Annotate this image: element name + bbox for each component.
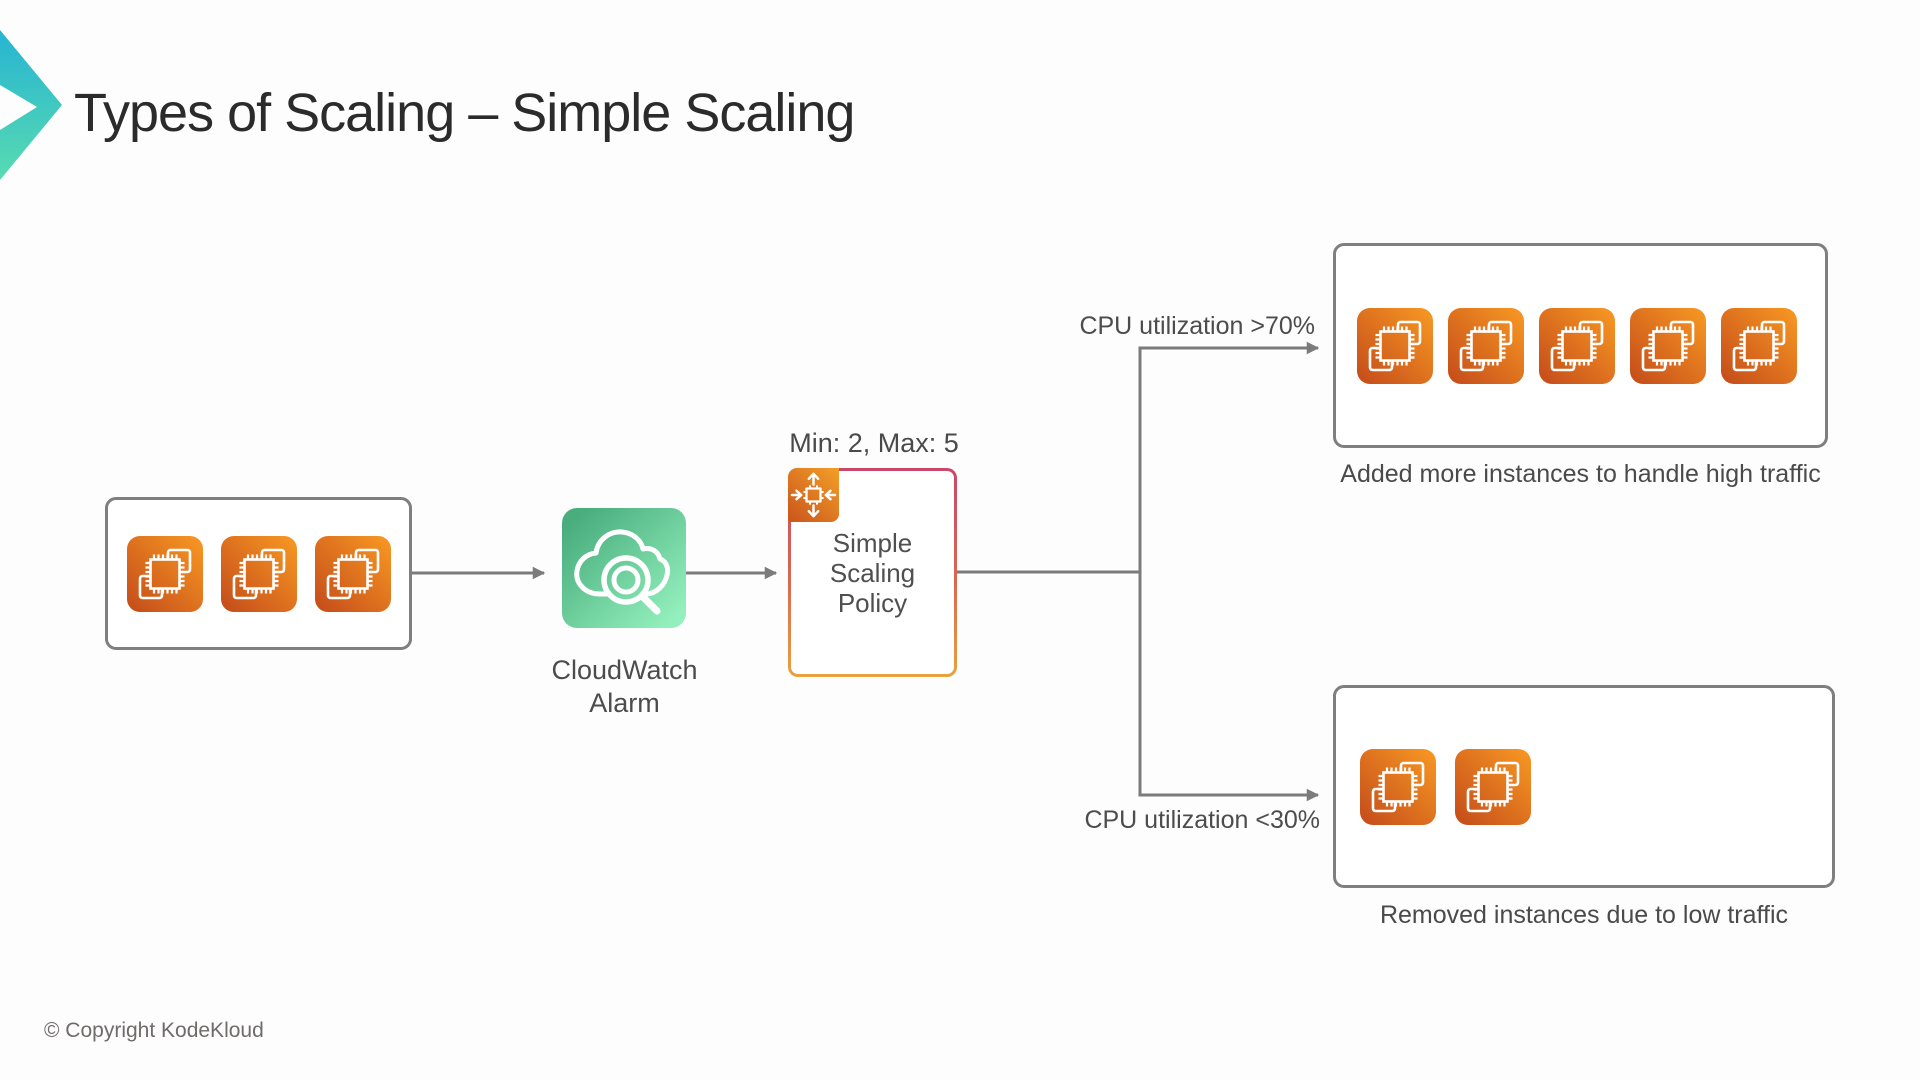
ec2-instance-icon [127, 535, 203, 612]
policy-label-line1: Simple [832, 527, 913, 558]
ec2-instance-icon [1360, 748, 1436, 825]
policy-label-line2: Scaling [829, 557, 916, 588]
simple-scaling-policy-box: Simple Scaling Policy [788, 468, 957, 677]
ec2-instance-icon [1455, 748, 1531, 825]
ec2-instance-icon [1539, 307, 1615, 384]
page-title: Types of Scaling – Simple Scaling [74, 83, 855, 143]
auto-scaling-icon [788, 468, 839, 522]
condition-cpu-low-label: CPU utilization <30% [1084, 806, 1320, 834]
scale-out-instance-box [1333, 243, 1828, 448]
cloudwatch-alarm-label: CloudWatch Alarm [537, 654, 712, 720]
scale-in-caption: Removed instances due to low traffic [1379, 901, 1789, 929]
ec2-instance-icon [1630, 307, 1706, 384]
instance-row [127, 535, 391, 612]
arrow-junction-to-scale-out [1138, 341, 1320, 572]
title-chevron-decoration [0, 30, 62, 180]
ec2-instance-icon [1448, 307, 1524, 384]
ec2-instance-icon [1357, 307, 1433, 384]
ec2-instance-icon [315, 535, 391, 612]
instance-row [1360, 748, 1531, 825]
cloudwatch-label-line1: CloudWatch [551, 655, 698, 685]
instance-row [1357, 307, 1797, 384]
scale-out-caption: Added more instances to handle high traf… [1340, 460, 1821, 488]
ec2-instance-icon [221, 535, 297, 612]
ec2-instance-icon [1721, 307, 1797, 384]
arrow-junction-to-scale-in [1138, 572, 1320, 802]
cloudwatch-label-line2: Alarm [589, 688, 660, 718]
condition-cpu-high-label: CPU utilization >70% [1079, 312, 1315, 340]
initial-instance-group-box [105, 497, 412, 650]
cloudwatch-alarm-icon [562, 508, 686, 628]
policy-label-line3: Policy [837, 587, 908, 618]
scale-in-instance-box [1333, 685, 1835, 888]
footer-copyright: © Copyright KodeKloud [44, 1019, 264, 1042]
policy-min-max-annotation: Min: 2, Max: 5 [789, 428, 959, 458]
